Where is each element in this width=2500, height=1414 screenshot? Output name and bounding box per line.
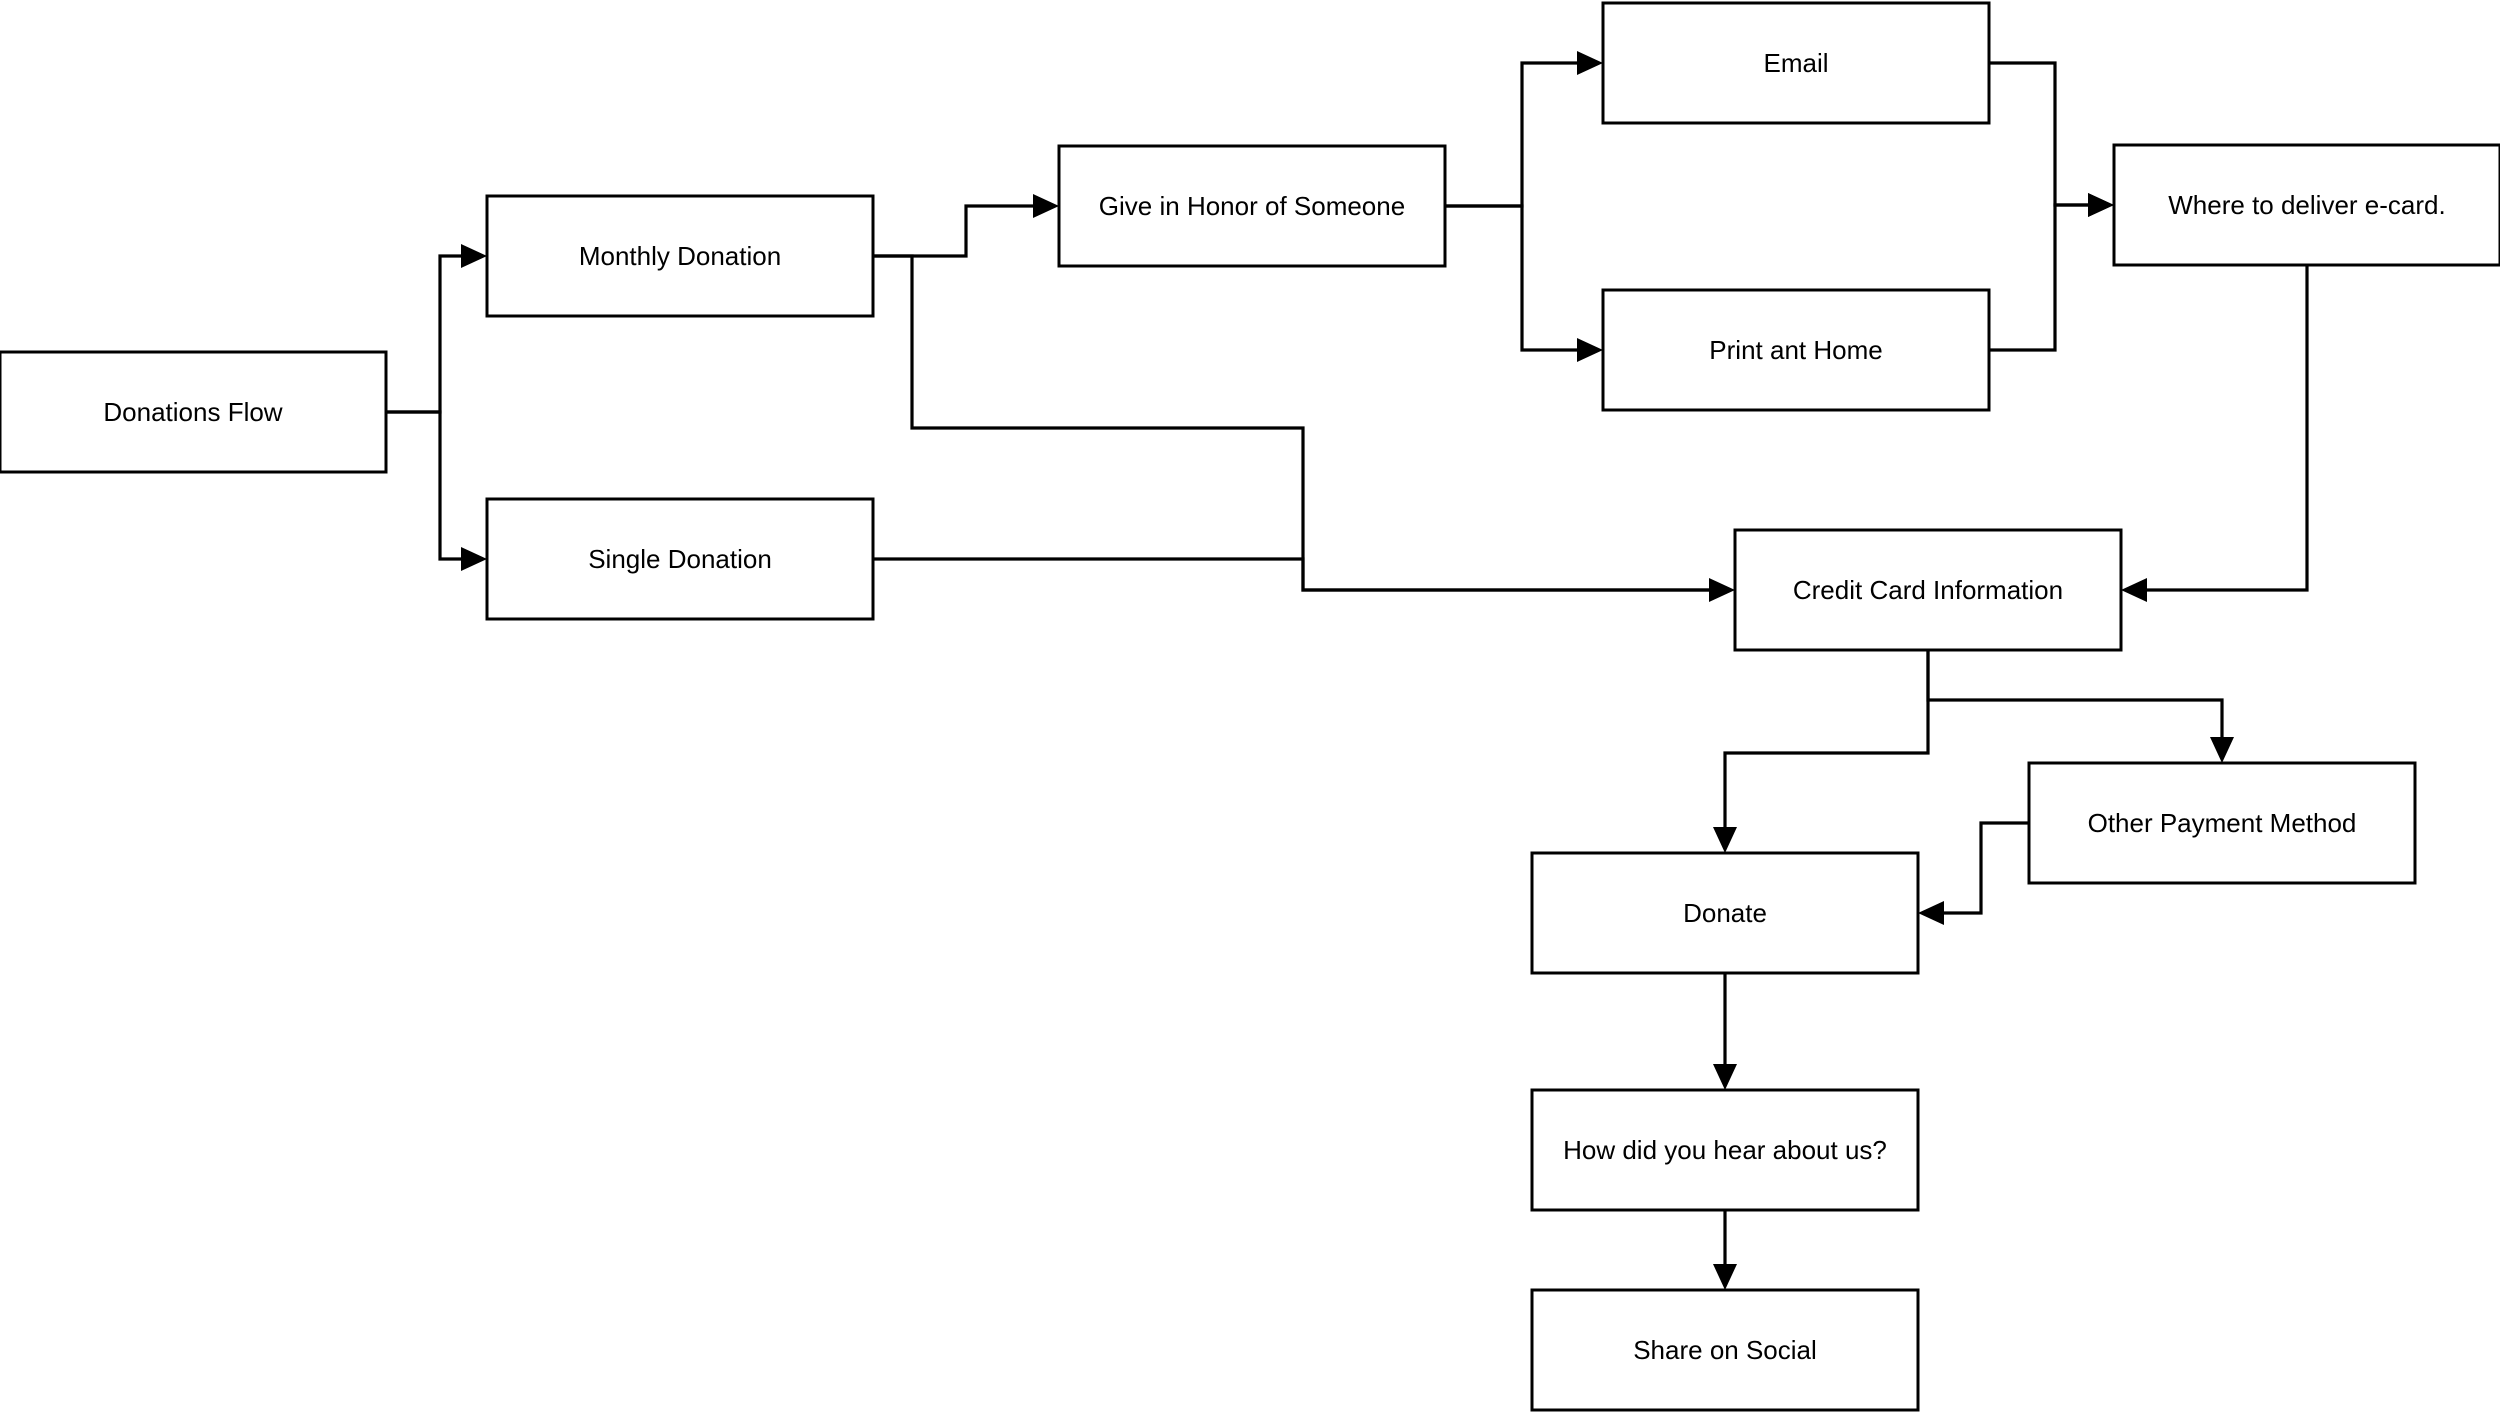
node-label-donate: Donate: [1683, 898, 1767, 928]
edge-monthly-to-credit-card: [873, 254, 1712, 592]
node-give-in-honor[interactable]: Give in Honor of Someone: [1057, 144, 1447, 268]
edge-how-did-you-hear-to-share: [1713, 1210, 1737, 1290]
edge-other-payment-to-donate: [1918, 821, 2029, 925]
edge-credit-card-to-other-payment: [1926, 650, 2234, 763]
node-label-share-on-social: Share on Social: [1633, 1335, 1817, 1365]
node-label-monthly-donation: Monthly Donation: [579, 241, 781, 271]
edge-donations-to-monthly: [386, 244, 487, 414]
node-label-donations-flow: Donations Flow: [103, 397, 282, 427]
node-print-at-home[interactable]: Print ant Home: [1601, 288, 1991, 412]
edge-email-to-ecard: [1989, 61, 2114, 217]
node-label-other-payment-method: Other Payment Method: [2088, 808, 2357, 838]
node-label-print-at-home: Print ant Home: [1709, 335, 1882, 365]
node-where-deliver-ecard[interactable]: Where to deliver e-card.: [2112, 143, 2500, 267]
node-label-how-did-you-hear: How did you hear about us?: [1563, 1135, 1887, 1165]
edge-give-in-honor-to-print: [1445, 204, 1603, 362]
node-label-email: Email: [1763, 48, 1828, 78]
edge-give-in-honor-to-email: [1445, 51, 1603, 208]
node-share-on-social[interactable]: Share on Social: [1530, 1288, 1920, 1412]
node-label-give-in-honor: Give in Honor of Someone: [1099, 191, 1405, 221]
node-label-where-deliver-ecard: Where to deliver e-card.: [2168, 190, 2445, 220]
node-email[interactable]: Email: [1601, 1, 1991, 125]
node-donate[interactable]: Donate: [1530, 851, 1920, 975]
node-donations-flow[interactable]: Donations Flow: [0, 350, 388, 474]
node-credit-card-info[interactable]: Credit Card Information: [1733, 528, 2123, 652]
edges-layer: [386, 51, 2309, 1290]
node-label-single-donation: Single Donation: [588, 544, 772, 574]
edge-single-to-credit-card: [873, 557, 1735, 602]
edge-credit-card-to-donate: [1713, 650, 1930, 853]
node-single-donation[interactable]: Single Donation: [485, 497, 875, 621]
edge-donations-to-single: [386, 410, 487, 571]
node-how-did-you-hear[interactable]: How did you hear about us?: [1530, 1088, 1920, 1212]
edge-monthly-to-give-in-honor: [873, 194, 1059, 258]
edge-donate-to-how-did-you-hear: [1713, 973, 1737, 1090]
edge-print-to-ecard: [1989, 193, 2114, 352]
node-other-payment-method[interactable]: Other Payment Method: [2027, 761, 2417, 885]
node-label-credit-card-info: Credit Card Information: [1793, 575, 2063, 605]
node-monthly-donation[interactable]: Monthly Donation: [485, 194, 875, 318]
edge-ecard-to-credit-card: [2121, 265, 2309, 602]
